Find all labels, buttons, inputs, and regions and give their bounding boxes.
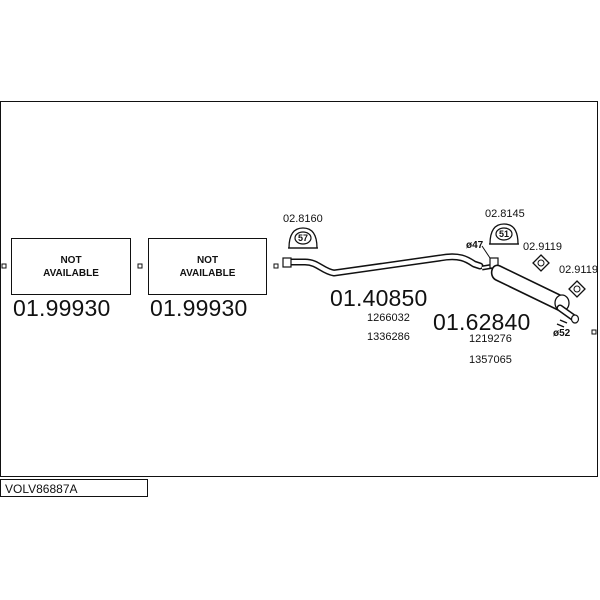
not-available-box-2: NOT AVAILABLE bbox=[148, 238, 267, 295]
part-number-middle-pipe[interactable]: 01.40850 bbox=[330, 285, 428, 311]
hanger-51 bbox=[489, 223, 519, 245]
connector-marker bbox=[137, 263, 143, 269]
rubber-mount-2 bbox=[568, 280, 586, 298]
status-line-2: AVAILABLE bbox=[179, 267, 236, 279]
rear-silencer bbox=[481, 257, 580, 328]
not-available-box-1: NOT AVAILABLE bbox=[11, 238, 131, 295]
connector-marker bbox=[591, 329, 597, 335]
model-code: VOLV86887A bbox=[0, 479, 148, 497]
status-line-1: NOT bbox=[60, 254, 82, 266]
hanger-part-number[interactable]: 02.8145 bbox=[485, 208, 525, 220]
part-number-rear-silencer[interactable]: 01.62840 bbox=[433, 309, 531, 335]
oe-number: 1336286 bbox=[367, 331, 410, 343]
part-number-section-2[interactable]: 01.99930 bbox=[150, 295, 248, 321]
inlet-pointer bbox=[481, 245, 491, 259]
hanger-part-number[interactable]: 02.8160 bbox=[283, 213, 323, 225]
hanger-size: 51 bbox=[499, 229, 510, 239]
oe-number: 1219276 bbox=[469, 333, 512, 345]
status-line-2: AVAILABLE bbox=[43, 267, 99, 279]
outlet-diameter: ø52 bbox=[553, 328, 571, 339]
hanger-size: 57 bbox=[298, 233, 309, 243]
rubber-mount-part-number[interactable]: 02.9119 bbox=[523, 241, 562, 253]
hanger-57 bbox=[288, 227, 318, 249]
connector-marker bbox=[273, 263, 279, 269]
diagram-frame bbox=[0, 101, 598, 477]
part-number-front[interactable]: 01.99930 bbox=[13, 295, 111, 321]
status-line-1: NOT bbox=[196, 254, 219, 266]
oe-number: 1266032 bbox=[367, 312, 410, 324]
oe-number: 1357065 bbox=[469, 354, 512, 366]
inlet-diameter: ø47 bbox=[466, 240, 484, 251]
rubber-mount-part-number[interactable]: 02.9119 bbox=[559, 264, 598, 276]
rubber-mount-1 bbox=[532, 254, 550, 272]
middle-pipe bbox=[282, 253, 484, 277]
connector-marker bbox=[1, 263, 7, 269]
